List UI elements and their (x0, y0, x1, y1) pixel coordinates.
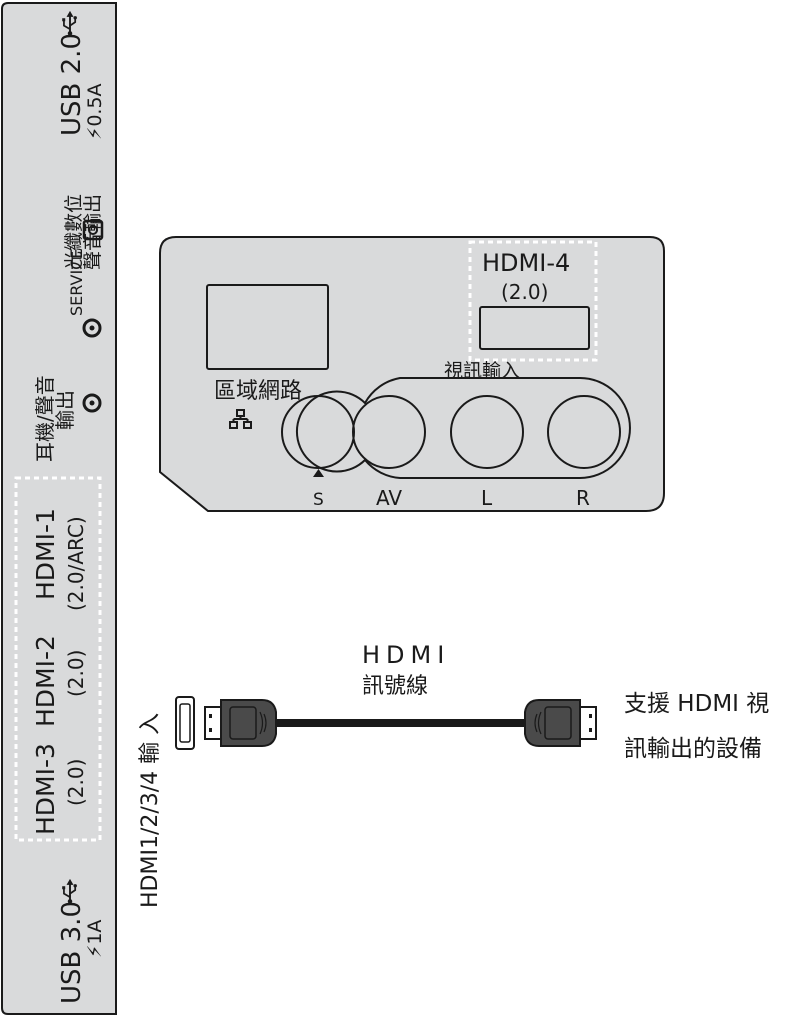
cable-label-2: 訊號線 (362, 674, 428, 699)
r-jack-label: R (576, 486, 590, 510)
headphone-port-icon (82, 393, 102, 413)
svg-text:USB 3.0: USB 3.0 (57, 901, 87, 1004)
svg-text:(2.0/ARC): (2.0/ARC) (64, 516, 88, 611)
hdmi-cable (175, 696, 597, 750)
l-jack-label: L (481, 486, 493, 510)
svg-text:HDMI1/2/3/4 輸 入: HDMI1/2/3/4 輸 入 (138, 713, 163, 908)
tv-hdmi-input-label: HDMI1/2/3/4 輸 入 (138, 713, 163, 908)
svg-text:HDMI-3: HDMI-3 (31, 743, 60, 835)
s-video-marker-icon (313, 469, 324, 477)
hdmi-plug-left (220, 699, 277, 747)
hdmi4-spec: (2.0) (501, 280, 548, 304)
network-icon (229, 409, 252, 429)
hdmi3-port-spec: (2.0) (64, 759, 88, 806)
cable-cord (276, 719, 525, 727)
audio-r-jack (547, 395, 621, 469)
optical-out-label-2: 聲音輸出 (82, 194, 104, 270)
svg-text:輸出: 輸出 (53, 390, 77, 430)
side-port-panel: USB 2.0 ⚡0.5A 光纖數位 聲音輸出 SERVICE 耳機/聲音 (1, 2, 117, 1015)
lan-label: 區域網路 (214, 379, 302, 404)
svg-text:SERVICE: SERVICE (67, 249, 86, 316)
optical-port-icon (82, 219, 104, 241)
hdmi4-label: HDMI-4 (482, 249, 570, 277)
svg-text:HDMI-2: HDMI-2 (31, 635, 60, 727)
lan-port (206, 284, 329, 370)
hdmi2-port-label: HDMI-2 (31, 635, 60, 727)
svg-text:光纖數位: 光纖數位 (63, 194, 85, 270)
usb20-rating: ⚡0.5A (84, 83, 106, 140)
svg-text:(2.0): (2.0) (64, 650, 88, 697)
hdmi-plug-right (524, 699, 581, 747)
svg-text:USB 2.0: USB 2.0 (57, 33, 87, 136)
usb20-port-label: USB 2.0 (57, 10, 87, 136)
hdmi4-outline (468, 240, 598, 362)
hdmi-socket-icon (175, 696, 195, 750)
s-jack-label: S (313, 490, 324, 510)
source-device-label: 支援 HDMI 視 (624, 691, 769, 717)
video-input-outline (295, 377, 631, 479)
service-port-label: SERVICE (67, 249, 86, 316)
usb30-port-label: USB 3.0 (57, 878, 87, 1004)
headphone-out-label: 耳機/聲音 (33, 375, 57, 462)
source-device-label-2: 訊輸出的設備 (624, 736, 762, 762)
svg-text:(2.0): (2.0) (64, 759, 88, 806)
hdmi2-port-spec: (2.0) (64, 650, 88, 697)
hdmi4-port (479, 306, 590, 350)
svg-text:HDMI-1: HDMI-1 (31, 508, 60, 600)
video-input-label: 視訊輸入 (444, 360, 520, 382)
svg-text:⚡1A: ⚡1A (84, 920, 106, 958)
svg-text:耳機/聲音: 耳機/聲音 (33, 375, 57, 462)
audio-l-jack (450, 395, 524, 469)
rear-port-panel: 區域網路 HDMI-4 (2.0) 視訊輸入 S AV L R (159, 236, 665, 512)
hdmi-group-outline (14, 476, 102, 842)
usb30-rating: ⚡1A (84, 920, 106, 958)
av-jack-label: AV (376, 486, 402, 510)
hdmi1-port-label: HDMI-1 (31, 508, 60, 600)
svg-text:⚡0.5A: ⚡0.5A (84, 83, 106, 140)
headphone-out-label-2: 輸出 (53, 390, 77, 430)
hdmi3-port-label: HDMI-3 (31, 743, 60, 835)
hdmi1-port-spec: (2.0/ARC) (64, 516, 88, 611)
service-port-icon (82, 318, 102, 338)
optical-out-label: 光纖數位 (63, 194, 85, 270)
cable-label: HDMI (362, 641, 450, 669)
av-jack (352, 395, 426, 469)
svg-text:聲音輸出: 聲音輸出 (82, 194, 104, 270)
